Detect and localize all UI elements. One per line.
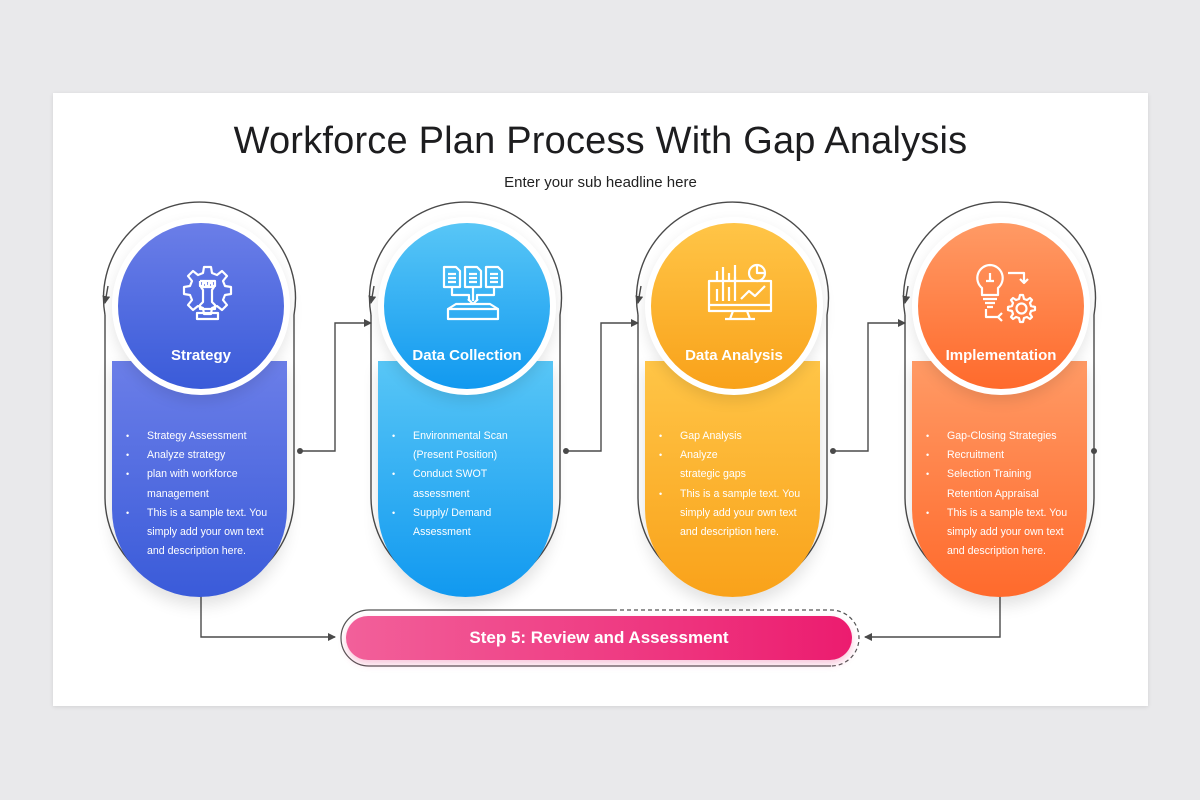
review-assessment-bar: Step 5: Review and Assessment: [346, 616, 852, 660]
list-item: Supply/ Demand: [392, 504, 508, 523]
list-item-continued: and description here.: [680, 526, 779, 539]
step-2-bullets: Environmental Scan (Present Position) Co…: [392, 427, 508, 542]
chess-rook-gear-icon: [182, 265, 233, 321]
step-3-card: [645, 361, 820, 597]
monitor-analytics-icon: [707, 263, 773, 321]
documents-to-box-icon: [442, 265, 504, 321]
list-item: This is a sample text. You: [126, 504, 267, 523]
list-item: plan with workforce: [126, 465, 267, 484]
step-1-bullets: Strategy Assessment Analyze strategy pla…: [126, 427, 267, 561]
list-item-continued: Assessment: [413, 526, 471, 539]
step-4-bullets: Gap-Closing Strategies Recruitment Selec…: [926, 427, 1067, 561]
list-item-continued: Retention Appraisal: [947, 487, 1039, 500]
list-item-continued: management: [147, 487, 209, 500]
list-item: Environmental Scan: [392, 427, 508, 446]
list-item-continued: assessment: [413, 487, 470, 500]
step-1-title: Strategy: [170, 347, 232, 364]
list-item: Strategy Assessment: [126, 427, 267, 446]
step-4-title: Implementation: [945, 347, 1057, 364]
page-title: Workforce Plan Process With Gap Analysis: [233, 120, 968, 162]
step-1-circle: Strategy: [112, 217, 290, 395]
list-item-continued: simply add your own text: [947, 526, 1064, 539]
list-item: Analyze: [659, 446, 800, 465]
list-item: Selection Training: [926, 465, 1067, 484]
list-item-continued: and description here.: [147, 545, 246, 558]
page-subtitle: Enter your sub headline here: [504, 174, 697, 191]
list-item-continued: and description here.: [947, 545, 1046, 558]
step-3-bullets: Gap Analysis Analyze strategic gaps This…: [659, 427, 800, 542]
list-item: Analyze strategy: [126, 446, 267, 465]
list-item: This is a sample text. You: [659, 485, 800, 504]
list-item-continued: (Present Position): [413, 449, 498, 462]
bulb-gear-icon: [976, 263, 1037, 324]
list-item: This is a sample text. You: [926, 504, 1067, 523]
list-item-continued: strategic gaps: [680, 468, 746, 481]
step-3-circle: Data Analysis: [645, 217, 823, 395]
list-item: Gap Analysis: [659, 427, 800, 446]
step-2-title: Data Collection: [412, 347, 522, 364]
step-4-circle: Implementation: [912, 217, 1090, 395]
list-item: Gap-Closing Strategies: [926, 427, 1067, 446]
list-item-continued: simply add your own text: [147, 526, 264, 539]
list-item-continued: simply add your own text: [680, 506, 797, 519]
list-item: Recruitment: [926, 446, 1067, 465]
step-2-circle: Data Collection: [378, 217, 556, 395]
list-item: Conduct SWOT: [392, 465, 508, 484]
step-3-title: Data Analysis: [685, 347, 783, 364]
slide: Workforce Plan Process With Gap Analysis…: [53, 93, 1148, 706]
